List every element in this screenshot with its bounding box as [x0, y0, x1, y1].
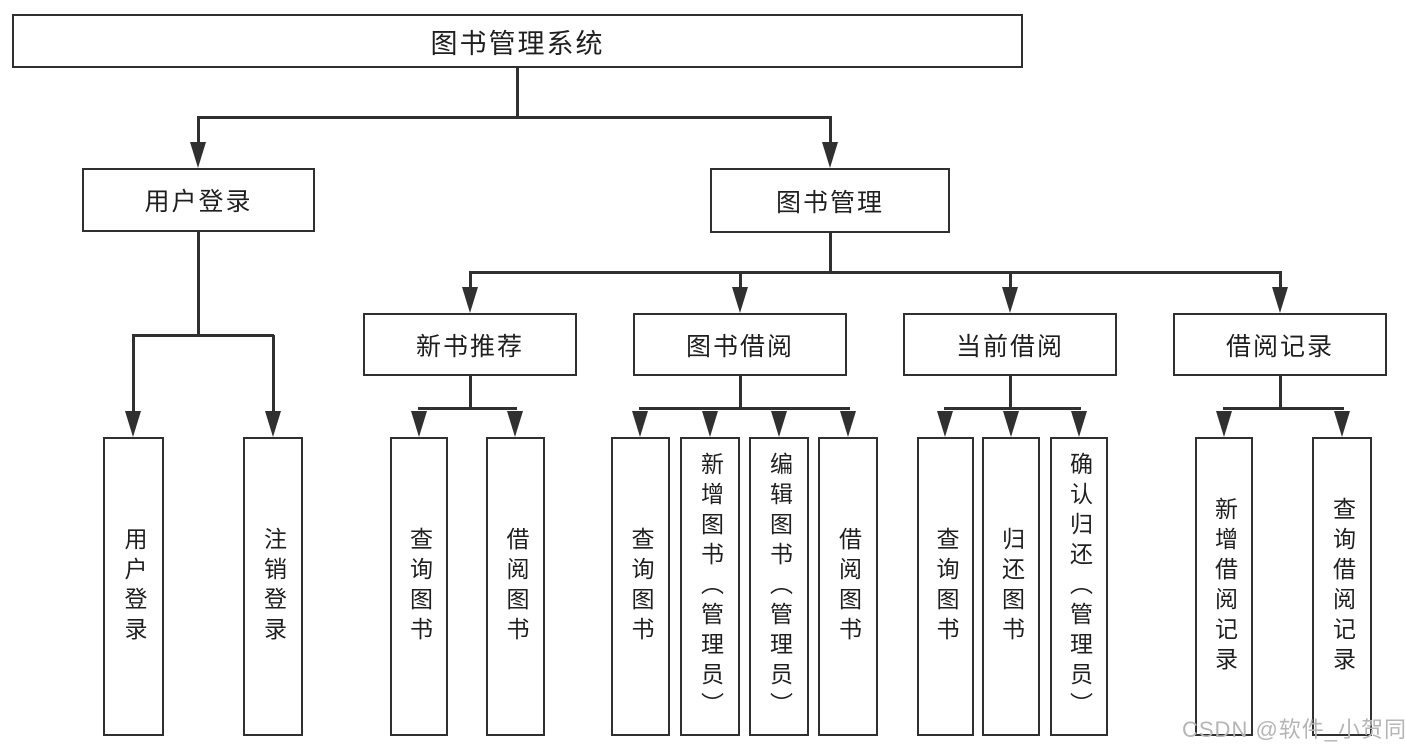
node-leaf-borrow-book-2: 借阅图书	[818, 437, 878, 736]
node-label: 确认归还（管理员）	[1066, 451, 1093, 722]
node-label: 查询图书	[628, 526, 654, 647]
connector-line	[131, 335, 135, 413]
connector-line	[1008, 376, 1012, 409]
connector-line	[828, 117, 832, 144]
node-leaf-query-book-2: 查询图书	[611, 437, 670, 736]
connector-line	[639, 406, 850, 410]
connector-line	[515, 68, 519, 117]
node-label: 借阅图书	[503, 526, 529, 647]
connector-line	[468, 376, 472, 409]
node-user-login: 用户登录	[82, 168, 315, 232]
node-new-book-rec: 新书推荐	[363, 313, 577, 376]
node-label: 查询图书	[933, 526, 959, 647]
arrowhead-down-icon	[190, 142, 206, 168]
connector-line	[1008, 272, 1012, 290]
arrowhead-down-icon	[125, 411, 141, 437]
connector-line	[738, 272, 742, 290]
node-label: 查询借阅记录	[1329, 496, 1356, 677]
arrowhead-down-icon	[265, 411, 281, 437]
node-leaf-add-book: 新增图书（管理员）	[680, 437, 740, 736]
node-book-borrow: 图书借阅	[633, 313, 847, 376]
node-root: 图书管理系统	[12, 14, 1023, 68]
node-leaf-borrow-book-1: 借阅图书	[486, 437, 545, 736]
node-label: 图书借阅	[685, 332, 794, 361]
node-leaf-query-book-1: 查询图书	[390, 437, 448, 736]
node-label: 借阅记录	[1225, 332, 1334, 361]
node-label: 新书推荐	[415, 332, 524, 361]
node-label: 新增图书（管理员）	[697, 451, 724, 722]
node-leaf-user-login: 用户登录	[103, 437, 164, 736]
node-label: 图书管理	[775, 188, 884, 217]
node-leaf-query-book-3: 查询图书	[917, 437, 974, 736]
node-leaf-add-record: 新增借阅记录	[1195, 437, 1253, 736]
connector-line	[196, 232, 200, 336]
node-book-mgmt: 图书管理	[710, 168, 950, 233]
node-label: 查询图书	[406, 526, 433, 647]
node-label: 用户登录	[144, 188, 253, 216]
arrowhead-down-icon	[1071, 411, 1087, 437]
node-label: 图书管理系统	[430, 28, 605, 59]
arrowhead-down-icon	[1002, 287, 1018, 313]
connector-line	[1278, 376, 1282, 409]
connector-line	[828, 233, 832, 273]
connector-line	[197, 115, 832, 119]
connector-line	[196, 117, 200, 144]
node-label: 当前借阅	[955, 332, 1064, 361]
arrowhead-down-icon	[1216, 411, 1232, 437]
arrowhead-down-icon	[840, 411, 856, 437]
node-leaf-edit-book: 编辑图书（管理员）	[749, 437, 809, 736]
arrowhead-down-icon	[1003, 411, 1019, 437]
node-label: 归还图书	[998, 526, 1025, 647]
node-leaf-return-book: 归还图书	[982, 437, 1040, 736]
arrowhead-down-icon	[822, 142, 838, 168]
connector-line	[418, 406, 517, 410]
connector-line	[468, 272, 472, 290]
arrowhead-down-icon	[1334, 411, 1350, 437]
node-label: 编辑图书（管理员）	[766, 451, 793, 722]
connector-line	[944, 406, 1081, 410]
arrowhead-down-icon	[411, 411, 427, 437]
arrowhead-down-icon	[771, 411, 787, 437]
arrowhead-down-icon	[462, 287, 478, 313]
node-label: 新增借阅记录	[1211, 496, 1238, 677]
node-borrow-records: 借阅记录	[1173, 313, 1387, 376]
arrowhead-down-icon	[702, 411, 718, 437]
node-label: 用户登录	[121, 526, 147, 647]
node-label: 注销登录	[260, 526, 287, 647]
node-leaf-logout: 注销登录	[243, 437, 303, 736]
node-leaf-confirm-return: 确认归还（管理员）	[1050, 437, 1108, 736]
arrowhead-down-icon	[507, 411, 523, 437]
connector-line	[132, 333, 274, 337]
connector-line	[469, 270, 1282, 274]
connector-line	[738, 376, 742, 409]
watermark: CSDN @软件_小贺同学	[1182, 717, 1405, 742]
connector-line	[1278, 272, 1282, 290]
node-label: 借阅图书	[835, 526, 862, 647]
connector-line	[1223, 406, 1344, 410]
arrowhead-down-icon	[732, 287, 748, 313]
node-leaf-query-record: 查询借阅记录	[1312, 437, 1372, 736]
arrowhead-down-icon	[1272, 287, 1288, 313]
connector-line	[271, 335, 275, 413]
arrowhead-down-icon	[937, 411, 953, 437]
node-current-borrow: 当前借阅	[903, 313, 1117, 376]
arrowhead-down-icon	[632, 411, 648, 437]
